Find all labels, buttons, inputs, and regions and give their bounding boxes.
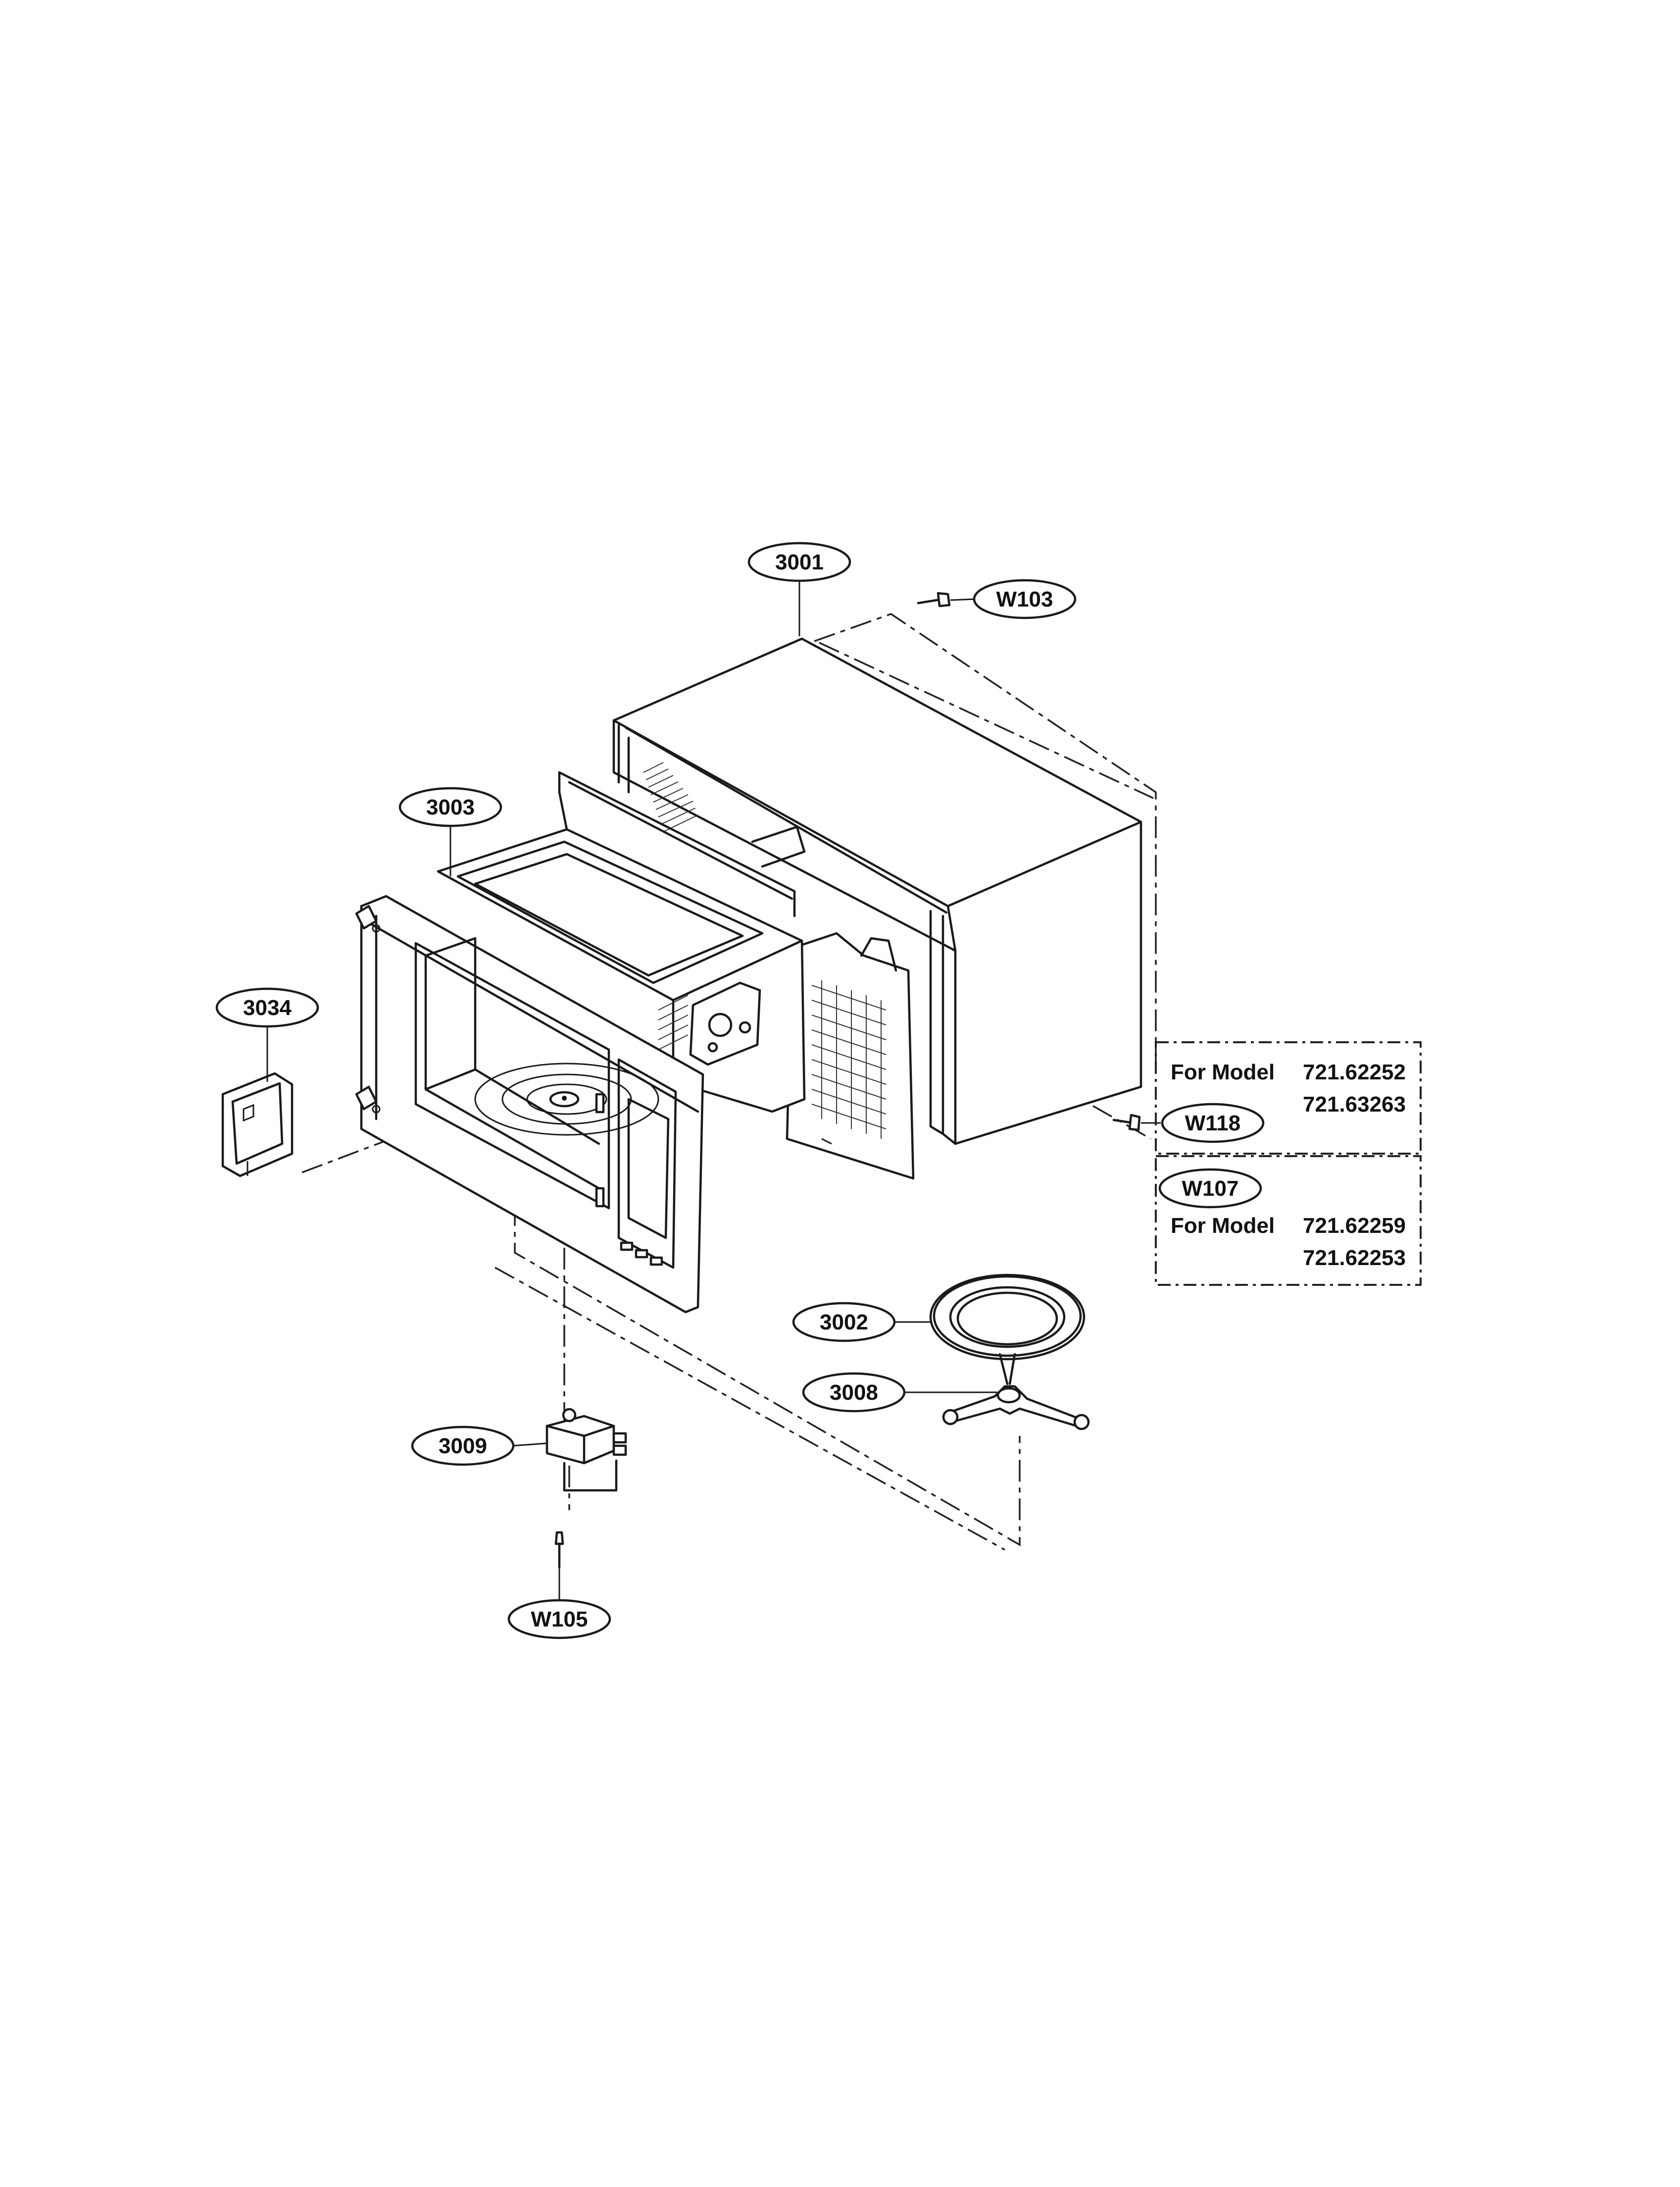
callout-w105: W105 <box>507 1599 611 1639</box>
callout-w103: W103 <box>973 579 1077 619</box>
callout-3002: 3002 <box>792 1302 896 1342</box>
screw-w118 <box>1112 1114 1141 1131</box>
roller-support <box>942 1353 1090 1430</box>
back-panel <box>786 932 915 1180</box>
model-note-2: For Model 721.62259 721.62253 <box>1155 1155 1422 1286</box>
model-note-1-model-b: 721.63263 <box>1303 1092 1406 1117</box>
callout-3034: 3034 <box>215 987 319 1028</box>
callout-3002-label: 3002 <box>820 1310 868 1334</box>
callout-w107: W107 <box>1158 1168 1262 1209</box>
cavity-turntable-hub <box>474 1063 659 1136</box>
callout-3003: 3003 <box>398 787 502 827</box>
model-note-1-model-a: 721.62252 <box>1303 1060 1406 1084</box>
model-note-2-model-a: 721.62259 <box>1303 1214 1406 1238</box>
screw-w105 <box>554 1531 564 1569</box>
turntable-motor <box>545 1408 627 1492</box>
model-note-2-model-b: 721.62253 <box>1303 1246 1406 1270</box>
callout-3003-label: 3003 <box>426 795 475 819</box>
callout-3001: 3001 <box>747 542 851 582</box>
outer-cabinet <box>612 592 1142 1145</box>
callout-w107-label: W107 <box>1182 1176 1239 1201</box>
callout-3001-label: 3001 <box>775 550 824 574</box>
glass-tray <box>929 1273 1086 1361</box>
callout-3034-label: 3034 <box>243 996 292 1020</box>
oven-cavity <box>355 771 806 1314</box>
model-note-1: For Model 721.62252 721.63263 <box>1155 1041 1422 1155</box>
callout-3008: 3008 <box>802 1372 906 1413</box>
screw-w103 <box>917 592 951 608</box>
magnetron-bracket <box>689 981 761 1066</box>
back-panel-vent-grid <box>811 980 887 1139</box>
callout-3008-label: 3008 <box>830 1380 878 1405</box>
leader-lines <box>266 578 1161 1599</box>
callout-w103-label: W103 <box>996 587 1053 611</box>
model-note-1-prefix: For Model <box>1171 1060 1275 1084</box>
waveguide-cover <box>221 1072 294 1177</box>
callout-w105-label: W105 <box>531 1607 588 1631</box>
callout-w118: W118 <box>1161 1103 1265 1143</box>
callout-3009: 3009 <box>411 1425 515 1466</box>
callout-w118-label: W118 <box>1185 1111 1241 1135</box>
cavity-side-vents <box>658 995 689 1050</box>
callout-3009-label: 3009 <box>439 1434 487 1458</box>
cabinet-vent-slots <box>643 762 698 832</box>
frame-slots <box>595 1093 663 1266</box>
model-note-2-prefix: For Model <box>1171 1214 1275 1238</box>
